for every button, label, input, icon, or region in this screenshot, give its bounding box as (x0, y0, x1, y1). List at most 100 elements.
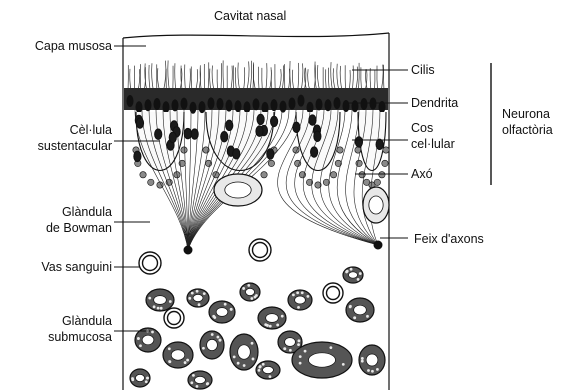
gland-granule (306, 295, 309, 298)
axon-bundle-end (374, 241, 382, 249)
cilium (317, 65, 320, 92)
dendrite-knob (343, 100, 350, 112)
gland-granule (361, 360, 364, 363)
cilium (250, 61, 252, 92)
gland-granule (298, 339, 301, 342)
dendrite-knob (316, 98, 323, 110)
neuron-cell-body (257, 114, 264, 124)
label-cellula-sustentacular-line2: sustentacular (38, 138, 112, 154)
dendrite-knob (298, 95, 305, 107)
submucosal-gland-lumen (154, 296, 167, 305)
cilium (204, 64, 205, 92)
cilia-layer (128, 60, 384, 92)
dendrite-knob (127, 95, 134, 107)
gland-granule (297, 306, 300, 309)
gland-granule (283, 347, 286, 350)
neuron-cell-body (256, 126, 263, 136)
label-capa-musosa: Capa musosa (35, 38, 112, 54)
dendrite-knob (172, 99, 179, 111)
gland-granule (151, 331, 154, 334)
dendrite-band (124, 88, 388, 114)
submucosal-gland-lumen (195, 376, 206, 383)
bowman-gland-lumen (369, 196, 383, 214)
label-glandula-submucosa-line2: submucosa (48, 329, 112, 345)
gland-granule (346, 270, 349, 273)
gland-granule (353, 316, 356, 319)
gland-granule (202, 347, 205, 350)
gland-granule (145, 380, 148, 383)
gland-cell (261, 172, 267, 178)
neuron-cell-body (184, 128, 191, 138)
gland-granule (131, 378, 134, 381)
label-cellula-sustentacular-line1: Cèl·lula (38, 122, 112, 138)
gland-granule (349, 305, 352, 308)
label-feix-axons: Feix d'axons (414, 231, 484, 247)
gland-granule (137, 337, 140, 340)
submucosal-gland-lumen (263, 366, 274, 373)
gland-granule (366, 315, 369, 318)
gland-granule (219, 339, 222, 342)
neuron-cell-body (226, 120, 233, 130)
gland-granule (217, 336, 220, 339)
gland-granule (146, 377, 149, 380)
gland-granule (169, 300, 172, 303)
gland-granule (301, 291, 304, 294)
cilium (145, 63, 147, 92)
gland-granule (243, 364, 246, 367)
gland-cell (268, 160, 274, 166)
neuron-cell-body (376, 139, 383, 149)
gland-granule (233, 355, 236, 358)
gland-granule (237, 362, 240, 365)
dendrite-knob (217, 98, 224, 110)
gland-granule (191, 292, 194, 295)
gland-granule (329, 346, 332, 349)
gland-cell (383, 147, 389, 153)
gland-granule (168, 347, 171, 350)
cilium (238, 63, 240, 92)
dendrite-knob (136, 101, 143, 113)
gland-granule (169, 360, 172, 363)
submucosal-gland-lumen (216, 308, 228, 317)
title-cavitat-nasal: Cavitat nasal (214, 8, 286, 24)
cilium (381, 65, 383, 92)
label-dendrita: Dendrita (411, 95, 458, 111)
cilium (149, 65, 151, 92)
dendrite-knob (145, 99, 152, 111)
submucosal-gland-lumen (309, 353, 336, 367)
dendrite-knob (199, 101, 206, 113)
gland-granule (224, 303, 227, 306)
epithelium-layer (133, 110, 389, 254)
gland-granule (299, 355, 302, 358)
neuron-cell-body (191, 129, 198, 139)
gland-granule (296, 291, 299, 294)
dendrite-knob (289, 98, 296, 110)
dendrite-knob (361, 98, 368, 110)
cilium (337, 64, 339, 92)
blood-vessels (139, 239, 343, 328)
neuron-cell-body (314, 131, 321, 141)
cilium (208, 62, 209, 92)
label-cellula-sustentacular: Cèl·lula sustentacular (38, 122, 112, 154)
label-vas-sanguini: Vas sanguini (41, 259, 112, 275)
cilium (290, 61, 291, 92)
cilium (266, 63, 267, 92)
label-cos-cellular: Cos cel·lular (411, 120, 455, 152)
gland-cell (181, 147, 187, 153)
gland-granule (269, 375, 272, 378)
neuron-cell-body (134, 151, 141, 161)
submucosal-gland-lumen (142, 335, 154, 345)
neuron-cell-body (233, 149, 240, 159)
gland-granule (196, 385, 199, 388)
cilium (223, 60, 224, 92)
submucosal-glands (130, 267, 385, 389)
gland-granule (266, 324, 269, 327)
gland-granule (153, 305, 156, 308)
gland-granule (299, 362, 302, 365)
gland-granule (148, 297, 151, 300)
gland-cell (140, 172, 146, 178)
label-cilis: Cilis (411, 62, 435, 78)
submucosal-gland-lumen (207, 339, 218, 350)
gland-granule (357, 278, 360, 281)
neuron-cell-body (169, 132, 176, 142)
submucosal-gland-lumen (171, 350, 185, 360)
